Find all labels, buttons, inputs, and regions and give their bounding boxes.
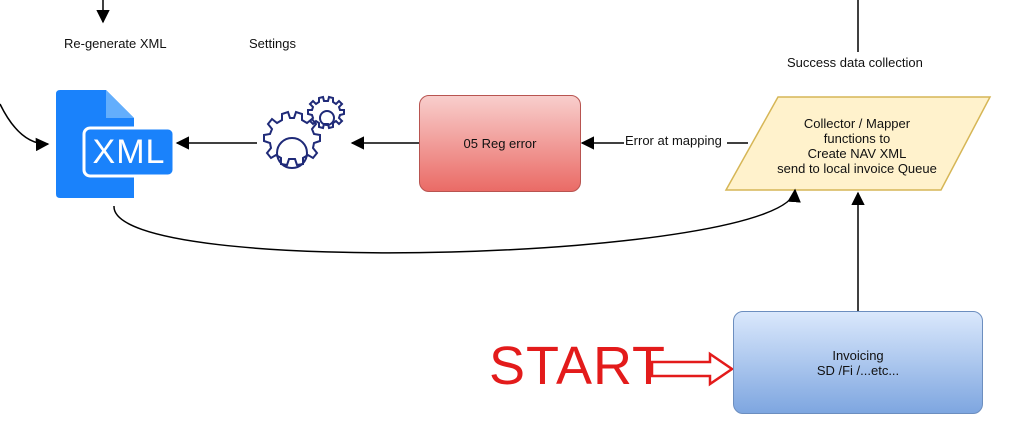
settings-gears-icon	[263, 95, 345, 169]
mapper-parallelogram	[724, 96, 992, 191]
success-data-collection-label: Success data collection	[787, 55, 923, 70]
mapper-line-4: send to local invoice Queue	[777, 161, 937, 176]
reg-error-label: 05 Reg error	[463, 136, 537, 151]
error-at-mapping-label: Error at mapping	[625, 133, 722, 148]
xml-file-icon	[56, 90, 176, 198]
mapper-line-3: Create NAV XML	[807, 146, 907, 161]
invoicing-node[interactable]: Invoicing SD /Fi /...etc...	[733, 311, 983, 414]
start-arrow-icon	[650, 351, 735, 387]
mapper-line-1: Collector / Mapper	[803, 116, 911, 131]
settings-label: Settings	[249, 36, 296, 51]
invoicing-line-1: Invoicing	[832, 347, 884, 363]
reg-error-node[interactable]: 05 Reg error	[419, 95, 581, 192]
mapper-line-2: functions to	[823, 131, 891, 146]
regenerate-xml-label: Re-generate XML	[64, 36, 167, 51]
xml-icon-label: XML	[92, 132, 166, 171]
left-incoming-arrow	[0, 103, 50, 152]
xml-to-mapper-curve	[113, 188, 801, 254]
mapper-node-text[interactable]: Collector / Mapper functions to Create N…	[752, 106, 962, 186]
start-label: START	[489, 336, 667, 396]
invoicing-line-2: SD /Fi /...etc...	[816, 362, 900, 378]
